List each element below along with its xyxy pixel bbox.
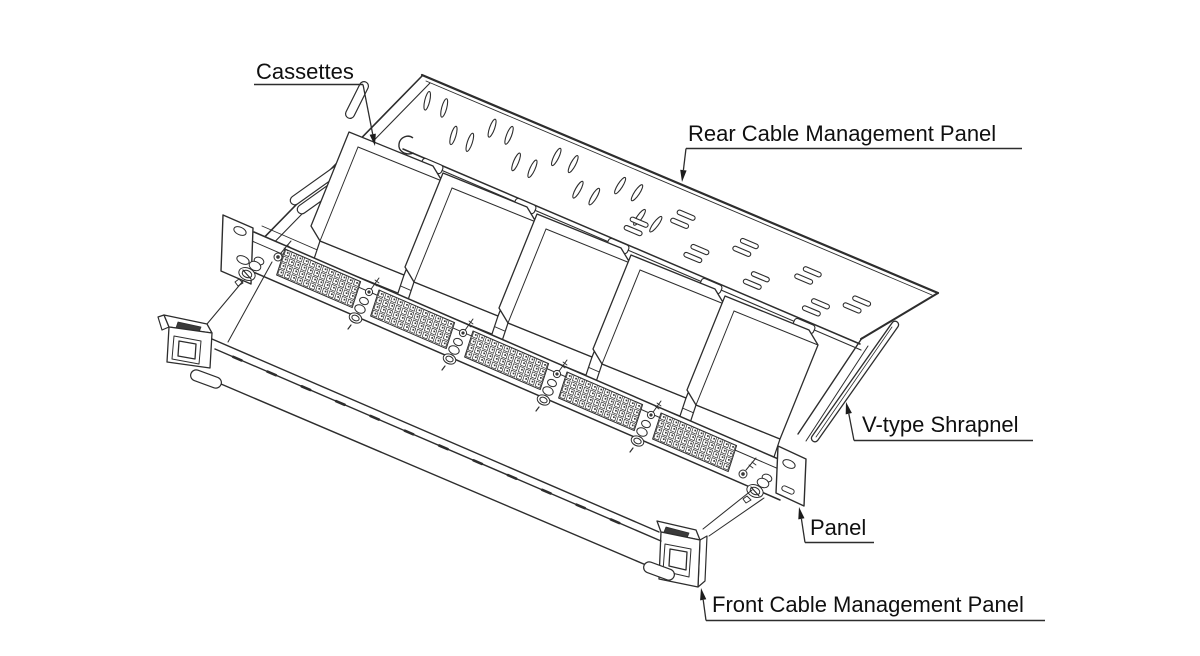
- leader-line: [362, 84, 374, 135]
- annotation-v-shrapnel: V-type Shrapnel: [845, 402, 1033, 442]
- leader-arrow: [700, 588, 707, 601]
- annotation-front-panel: Front Cable Management Panel: [700, 588, 1045, 622]
- annotation-rear-panel: Rear Cable Management Panel: [680, 121, 1022, 182]
- leader-line: [702, 599, 707, 621]
- mounting-ears-drawing: [220, 214, 807, 507]
- label-front-panel: Front Cable Management Panel: [712, 592, 1024, 617]
- leader-line: [848, 413, 855, 441]
- v-type-shrapnel-drawing: [797, 320, 900, 443]
- leader-line: [682, 148, 687, 171]
- annotation-cassettes: Cassettes: [254, 59, 376, 146]
- leader-line: [800, 518, 806, 543]
- rear-cable-management-panel-drawing: [398, 73, 940, 351]
- leader-arrow: [369, 133, 376, 146]
- annotation-panel: Panel: [798, 507, 874, 544]
- adapter-panel-drawing: [240, 231, 791, 506]
- label-rear-panel: Rear Cable Management Panel: [688, 121, 996, 146]
- label-v-shrapnel: V-type Shrapnel: [862, 412, 1019, 437]
- cassettes-drawing: [310, 131, 819, 458]
- leader-arrow: [680, 169, 687, 182]
- label-cassettes: Cassettes: [256, 59, 354, 84]
- front-cable-management-bar-drawing: [157, 261, 765, 588]
- annotations: Cassettes Rear Cable Management Panel V-…: [254, 59, 1045, 622]
- label-panel: Panel: [810, 515, 866, 540]
- leader-arrow: [798, 507, 805, 520]
- leader-arrow: [845, 402, 852, 415]
